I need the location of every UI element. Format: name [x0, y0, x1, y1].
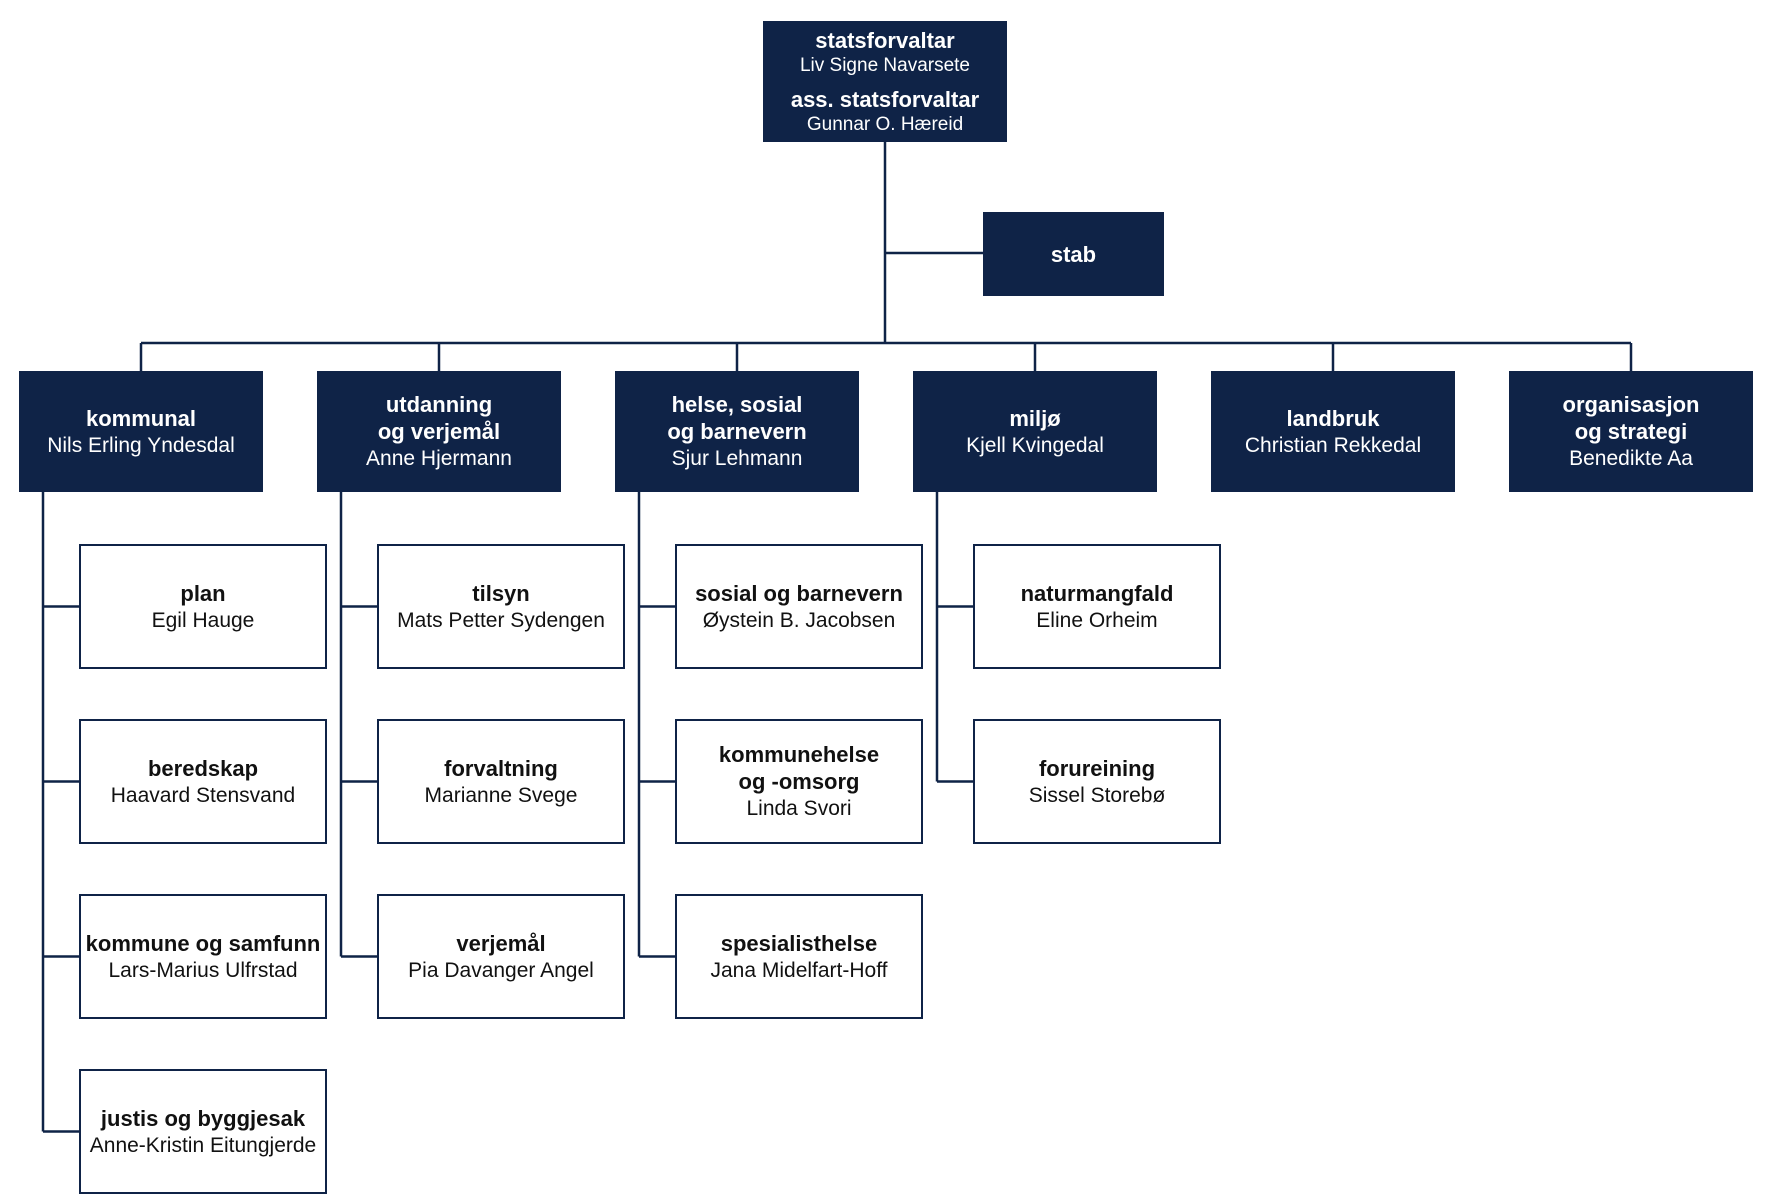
section-box-title: plan	[180, 580, 226, 606]
department-box-title: og strategi	[1574, 419, 1688, 444]
section-box-title: beredskap	[147, 755, 259, 781]
section-box-person: Marianne Svege	[424, 783, 578, 807]
section-box-person: Jana Midelfart-Hoff	[710, 958, 888, 982]
top-leadership-box: statsforvaltar Liv Signe Navarsete ass. …	[763, 21, 1007, 142]
assistant-title: ass. statsforvaltar	[790, 86, 980, 112]
department-box-person: Christian Rekkedal	[1244, 433, 1422, 457]
section-box-title: kommune og samfunn	[85, 930, 321, 956]
section-box-person: Mats Petter Sydengen	[397, 608, 605, 632]
section-box-person: Sissel Storebø	[1028, 783, 1166, 807]
department-box-title: organisasjon	[1562, 392, 1700, 417]
section-box-person: Anne-Kristin Eitungjerde	[89, 1133, 317, 1157]
section-box-person: Øystein B. Jacobsen	[702, 608, 896, 632]
section-box-person: Haavard Stensvand	[110, 783, 296, 807]
department-box-title: og verjemål	[377, 419, 501, 444]
stab-title: stab	[1050, 241, 1097, 267]
section-box-title: og -omsorg	[738, 769, 860, 794]
section-box-person: Egil Hauge	[151, 608, 255, 632]
department-box-title: kommunal	[85, 405, 197, 431]
section-box-title: forureining	[1038, 755, 1156, 781]
section-box-person: Linda Svori	[746, 797, 852, 820]
section-box-person: Pia Davanger Angel	[408, 958, 594, 982]
department-box-title: landbruk	[1286, 405, 1380, 431]
section-box-title: spesialisthelse	[720, 930, 878, 956]
section-box-title: forvaltning	[444, 755, 558, 781]
section-box-title: naturmangfald	[1020, 580, 1174, 606]
assistant-name: Gunnar O. Hæreid	[806, 113, 964, 135]
department-box-person: Nils Erling Yndesdal	[47, 433, 235, 457]
department-box-title: helse, sosial	[671, 392, 803, 417]
section-box-title: sosial og barnevern	[695, 580, 903, 606]
section-box-title: justis og byggjesak	[100, 1105, 306, 1131]
top-name: Liv Signe Navarsete	[799, 54, 971, 76]
department-box-person: Kjell Kvingedal	[966, 433, 1104, 457]
section-box-title: kommunehelse	[718, 742, 880, 767]
department-box-person: Sjur Lehmann	[671, 447, 803, 470]
department-box-title: utdanning	[385, 392, 493, 417]
department-box-person: Benedikte Aa	[1569, 447, 1693, 470]
stab-box: stab	[983, 212, 1164, 296]
section-box-title: tilsyn	[472, 580, 530, 606]
top-title: statsforvaltar	[815, 27, 955, 53]
department-box-person: Anne Hjermann	[366, 447, 512, 470]
department-box-title: miljø	[1009, 405, 1061, 431]
section-box-title: verjemål	[456, 930, 546, 956]
section-box-person: Lars-Marius Ulfrstad	[108, 958, 298, 982]
department-box-title: og barnevern	[667, 419, 807, 444]
section-box-person: Eline Orheim	[1036, 608, 1158, 632]
